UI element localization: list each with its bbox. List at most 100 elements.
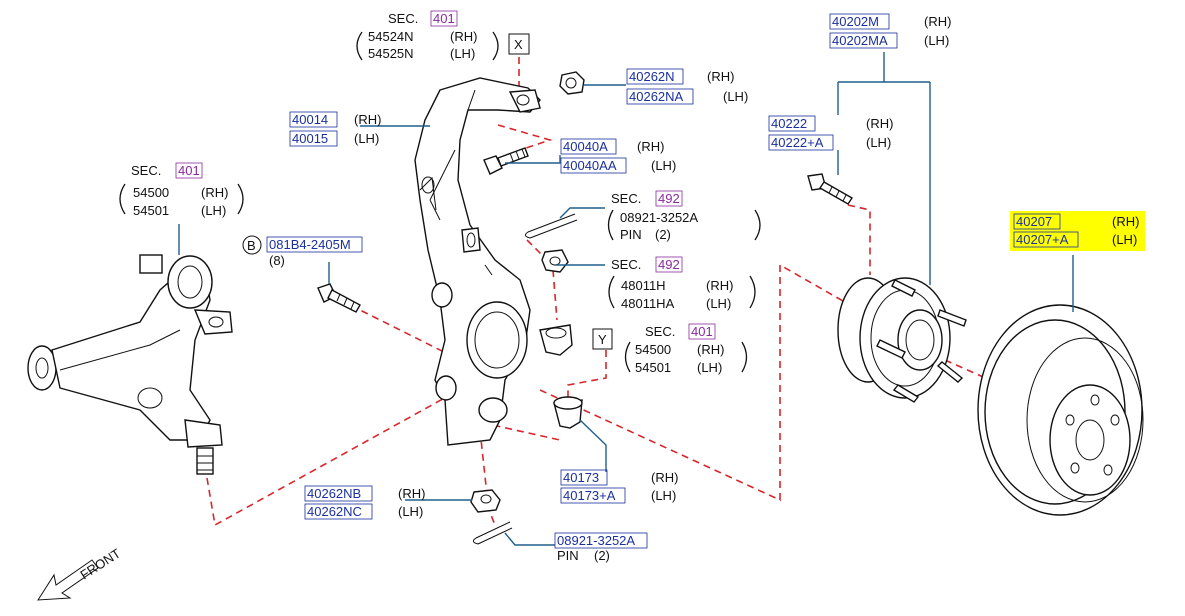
- part-number-40040A[interactable]: 40040A: [563, 139, 608, 154]
- svg-text:(RH): (RH): [201, 185, 228, 200]
- svg-text:SEC.: SEC.: [611, 191, 641, 206]
- knuckle-bolt[interactable]: [483, 147, 529, 175]
- svg-text:(LH): (LH): [924, 33, 949, 48]
- svg-text:(RH): (RH): [697, 342, 724, 357]
- callout-ball-joint-sec: Y SEC. 401 54500 (RH) 54501 (LH): [592, 323, 748, 375]
- callout-lower-arm-sec: SEC. 401 54500 (RH) 54501 (LH): [119, 162, 244, 218]
- callout-40262N: 40262N (RH) 40262NA (LH): [626, 68, 748, 105]
- steering-knuckle[interactable]: [414, 77, 541, 446]
- part-number-40207[interactable]: 40207: [1016, 214, 1052, 229]
- hub-bearing-assembly[interactable]: [837, 277, 967, 403]
- section-ref-492-nut[interactable]: 492: [658, 257, 680, 272]
- callout-40222: 40222 (RH) 40222+A (LH): [768, 115, 893, 151]
- y-marker: Y: [598, 332, 607, 347]
- front-direction-indicator: FRONT: [37, 546, 123, 601]
- part-number-40222[interactable]: 40222: [771, 116, 807, 131]
- svg-text:SEC.: SEC.: [611, 257, 641, 272]
- part-number-40262NC[interactable]: 40262NC: [307, 504, 362, 519]
- front-arrow-icon: [37, 559, 99, 601]
- part-number-40207-A[interactable]: 40207+A: [1016, 232, 1069, 247]
- part-number-40262NA[interactable]: 40262NA: [629, 89, 684, 104]
- svg-text:(LH): (LH): [706, 296, 731, 311]
- callout-knuckle-sec: SEC. 401 54524N (RH) 54525N (LH) X: [356, 10, 530, 61]
- callout-pin-sec: SEC. 492 08921-3252A PIN (2): [607, 190, 761, 242]
- callout-pin-bottom: 08921-3252A PIN (2): [554, 532, 648, 563]
- svg-text:(RH): (RH): [707, 69, 734, 84]
- svg-text:(LH): (LH): [651, 158, 676, 173]
- flange-nut-bottom[interactable]: [470, 489, 501, 513]
- svg-text:(2): (2): [594, 548, 610, 563]
- svg-text:(RH): (RH): [706, 278, 733, 293]
- stud-bolt[interactable]: [317, 283, 361, 313]
- svg-text:48011HA: 48011HA: [621, 296, 675, 311]
- callout-40262NB: 40262NB (RH) 40262NC (LH): [304, 485, 425, 520]
- svg-text:PIN: PIN: [620, 227, 642, 242]
- bushing[interactable]: [553, 396, 583, 429]
- cotter-pin-lower[interactable]: [472, 521, 513, 545]
- svg-text:(LH): (LH): [354, 131, 379, 146]
- section-ref-401-ball-joint[interactable]: 401: [691, 324, 713, 339]
- callout-40173: 40173 (RH) 40173+A (LH): [560, 469, 678, 504]
- svg-text:54524N: 54524N: [368, 29, 414, 44]
- svg-text:(RH): (RH): [450, 29, 477, 44]
- svg-text:54501: 54501: [635, 360, 671, 375]
- flange-nut-top[interactable]: [559, 71, 585, 95]
- b-marker: B: [247, 238, 256, 253]
- svg-text:(RH): (RH): [398, 486, 425, 501]
- callout-40040A: 40040A (RH) 40040AA (LH): [560, 138, 676, 174]
- part-number-40262NB[interactable]: 40262NB: [307, 486, 361, 501]
- section-ref-401-knuckle[interactable]: 401: [433, 11, 455, 26]
- svg-text:SEC.: SEC.: [645, 324, 675, 339]
- part-number-40015[interactable]: 40015: [292, 131, 328, 146]
- part-number-40222-A[interactable]: 40222+A: [771, 135, 824, 150]
- svg-text:(LH): (LH): [651, 488, 676, 503]
- callout-40014: 40014 (RH) 40015 (LH): [289, 111, 381, 147]
- x-marker-box: [508, 33, 530, 55]
- svg-text:(LH): (LH): [697, 360, 722, 375]
- svg-text:(2): (2): [655, 227, 671, 242]
- svg-text:PIN: PIN: [557, 548, 579, 563]
- part-number-08921-3252A[interactable]: 08921-3252A: [557, 533, 635, 548]
- castle-nut[interactable]: [541, 249, 569, 273]
- callout-081B4: B 081B4-2405M (8): [242, 235, 363, 268]
- part-number-40173[interactable]: 40173: [563, 470, 599, 485]
- front-label: FRONT: [77, 546, 123, 583]
- section-ref-401-lower-arm[interactable]: 401: [178, 163, 200, 178]
- section-ref-492-pin[interactable]: 492: [658, 191, 680, 206]
- part-number-40202M[interactable]: 40202M: [832, 14, 879, 29]
- svg-text:54501: 54501: [133, 203, 169, 218]
- brake-rotor[interactable]: [977, 304, 1144, 516]
- svg-text:(LH): (LH): [723, 89, 748, 104]
- x-marker: X: [514, 37, 523, 52]
- part-number-40014[interactable]: 40014: [292, 112, 328, 127]
- part-number-40202MA[interactable]: 40202MA: [832, 33, 888, 48]
- part-number-081B4-2405M[interactable]: 081B4-2405M: [269, 237, 351, 252]
- svg-text:(RH): (RH): [866, 116, 893, 131]
- svg-text:(RH): (RH): [1112, 214, 1139, 229]
- cotter-pin-upper[interactable]: [524, 213, 578, 239]
- svg-text:(LH): (LH): [1112, 232, 1137, 247]
- hub-bolt[interactable]: [807, 173, 853, 205]
- svg-text:54500: 54500: [133, 185, 169, 200]
- callout-40202M: 40202M (RH) 40202MA (LH): [829, 13, 951, 49]
- svg-text:SEC.: SEC.: [131, 163, 161, 178]
- part-number-40040AA[interactable]: 40040AA: [563, 158, 617, 173]
- svg-text:48011H: 48011H: [621, 278, 666, 293]
- svg-text:08921-3252A: 08921-3252A: [620, 210, 698, 225]
- part-number-40262N[interactable]: 40262N: [629, 69, 675, 84]
- part-number-40173-A[interactable]: 40173+A: [563, 488, 616, 503]
- svg-text:(LH): (LH): [201, 203, 226, 218]
- svg-text:(RH): (RH): [924, 14, 951, 29]
- callout-nut-sec: SEC. 492 48011H (RH) 48011HA (LH): [608, 256, 756, 311]
- ball-joint[interactable]: [539, 324, 573, 356]
- svg-text:(RH): (RH): [651, 470, 678, 485]
- callout-40207: 40207 (RH) 40207+A (LH): [1010, 211, 1145, 251]
- svg-text:(8): (8): [269, 253, 285, 268]
- svg-text:54525N: 54525N: [368, 46, 414, 61]
- lower-control-arm[interactable]: [27, 254, 233, 475]
- svg-text:(RH): (RH): [637, 139, 664, 154]
- svg-text:(LH): (LH): [866, 135, 891, 150]
- b-marker-circle: [242, 235, 262, 255]
- leader-lines: [178, 52, 1074, 546]
